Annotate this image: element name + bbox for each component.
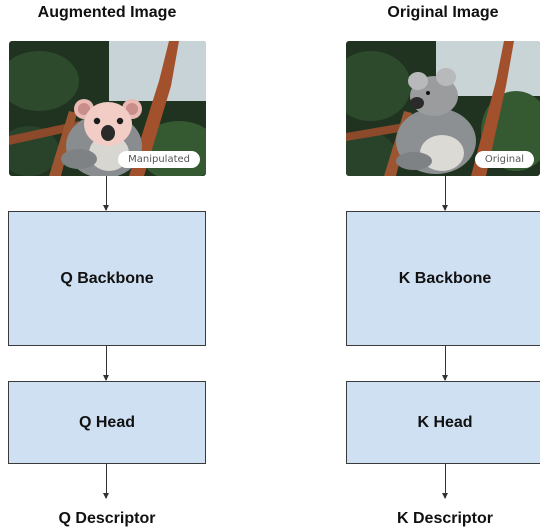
arrow-image-to-q-backbone (103, 176, 109, 211)
arrow-k-backbone-to-k-head (442, 346, 448, 381)
k-backbone-box: K Backbone (346, 211, 540, 346)
q-descriptor-label: Q Descriptor (58, 510, 156, 527)
q-backbone-box: Q Backbone (8, 211, 206, 346)
k-descriptor-label: K Descriptor (396, 510, 494, 527)
q-backbone-label: Q Backbone (60, 269, 154, 287)
arrow-k-head-to-k-descriptor (442, 464, 448, 499)
q-head-box: Q Head (8, 381, 206, 464)
augmented-koala-image: Manipulated (9, 41, 206, 176)
original-badge: Original (474, 151, 534, 168)
k-head-box: K Head (346, 381, 540, 464)
original-koala-image: Original (346, 41, 540, 176)
arrow-q-head-to-q-descriptor (103, 464, 109, 499)
arrow-image-to-k-backbone (442, 176, 448, 211)
k-backbone-label: K Backbone (398, 269, 492, 287)
k-head-label: K Head (417, 413, 473, 431)
original-image-title: Original Image (387, 4, 499, 21)
arrow-q-backbone-to-q-head (103, 346, 109, 381)
q-head-label: Q Head (78, 413, 135, 431)
augmented-image-title: Augmented Image (37, 4, 177, 21)
manipulated-badge: Manipulated (118, 151, 200, 168)
